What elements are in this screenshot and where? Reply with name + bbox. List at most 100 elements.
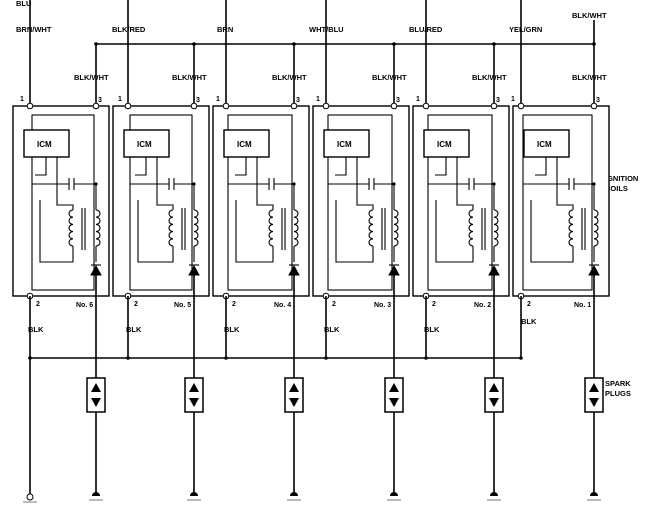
input-wire-label: BLU/RED [409, 25, 443, 34]
icm-label: ICM [437, 140, 452, 149]
spark-plug [284, 377, 304, 501]
feed-wire-label: BLK/WHT [172, 73, 207, 82]
pin-2-label: 2 [36, 301, 40, 308]
bus-junction [94, 42, 98, 46]
spark-plug-electrode-top [589, 383, 599, 392]
pin-3-label: 3 [496, 97, 500, 104]
pin-3-terminal [390, 102, 398, 110]
feed-wire-label: BLK/WHT [272, 73, 307, 82]
spark-plug-electrode-bottom [189, 398, 199, 407]
spark-plug-electrode-bottom [489, 398, 499, 407]
coil-inner-frame [427, 114, 493, 291]
ground-symbol [590, 492, 598, 496]
pin-1-label: 1 [20, 96, 24, 103]
coil-inner-frame [327, 114, 393, 291]
icm-lead [235, 157, 247, 176]
pin-3-terminal [190, 102, 198, 110]
icm-label: ICM [237, 140, 252, 149]
spark-plug [584, 377, 604, 501]
pin-1-terminal [517, 102, 525, 110]
coil-number-label: No. 6 [76, 302, 93, 309]
icm-primary-lead [256, 157, 274, 210]
spark-plug-electrode-top [489, 383, 499, 392]
icm-lead [435, 157, 447, 176]
bus-junction [292, 42, 296, 46]
spark-plug [484, 377, 504, 501]
pin-1-label: 1 [216, 96, 220, 103]
ground-bus-junction [324, 356, 328, 360]
top-wire-label-cut: BLU [16, 0, 31, 8]
feed-wire-label: BLK/WHT [572, 73, 607, 82]
feed-wire-label: BLK/WHT [372, 73, 407, 82]
spark-plugs-label: SPARK [605, 379, 631, 388]
spark-plug [184, 377, 204, 501]
pin-1-label: 1 [416, 96, 420, 103]
icm-module-box [23, 129, 70, 158]
ground-wire-label: BLK [324, 325, 340, 334]
ignition-coils-label: IGNITION [605, 174, 638, 183]
pin-3-label: 3 [396, 97, 400, 104]
input-wire-label: BRN/WHT [16, 25, 52, 34]
pin-1-terminal [322, 102, 330, 110]
input-wire-label: BLK/RED [112, 25, 146, 34]
ground-symbol [92, 492, 100, 496]
spark-plug-electrode-top [189, 383, 199, 392]
ground-wire-label: BLK [424, 325, 440, 334]
ground-symbol [290, 492, 298, 496]
spark-plug-electrode-top [289, 383, 299, 392]
icm-primary-lead [356, 157, 374, 210]
icm-lead [135, 157, 147, 176]
primary-return [335, 200, 374, 263]
ground-symbol [190, 492, 198, 496]
icm-lead [35, 157, 47, 176]
pin-3-label: 3 [196, 97, 200, 104]
pin-1-terminal [222, 102, 230, 110]
pin-1-label: 1 [316, 96, 320, 103]
icm-primary-lead [56, 157, 74, 210]
pin-2-label: 2 [332, 301, 336, 308]
bus-junction [392, 42, 396, 46]
pin-2-label: 2 [134, 301, 138, 308]
icm-lead [335, 157, 347, 176]
main-ground-terminal [26, 493, 34, 501]
ground-bus-junction [224, 356, 228, 360]
pin-1-label: 1 [118, 96, 122, 103]
coil-number-label: No. 1 [574, 302, 591, 309]
coil-inner-frame [31, 114, 95, 291]
coil-number-label: No. 2 [474, 302, 491, 309]
feed-wire-label: BLK/WHT [74, 73, 109, 82]
pin-3-terminal [590, 102, 598, 110]
primary-winding [468, 209, 474, 247]
icm-primary-lead [556, 157, 574, 210]
secondary-winding [95, 209, 101, 247]
ground-wire-label: BLK [126, 325, 142, 334]
coil-number-label: No. 4 [274, 302, 291, 309]
primary-return [137, 200, 174, 263]
primary-winding [268, 209, 274, 247]
pin-3-terminal [290, 102, 298, 110]
secondary-winding [293, 209, 299, 247]
primary-winding [568, 209, 574, 247]
secondary-winding [493, 209, 499, 247]
pin-2-label: 2 [232, 301, 236, 308]
icm-label: ICM [137, 140, 152, 149]
coil-inner-frame [522, 114, 593, 291]
ground-symbol [390, 492, 398, 496]
primary-winding [168, 209, 174, 247]
primary-return [435, 200, 474, 263]
spark-plug-electrode-bottom [91, 398, 101, 407]
primary-winding [68, 209, 74, 247]
ground-bus-junction [126, 356, 130, 360]
icm-label: ICM [37, 140, 52, 149]
bus-junction [192, 42, 196, 46]
bus-junction [592, 42, 596, 46]
ground-wire-label: BLK [28, 325, 44, 334]
secondary-winding [593, 209, 599, 247]
